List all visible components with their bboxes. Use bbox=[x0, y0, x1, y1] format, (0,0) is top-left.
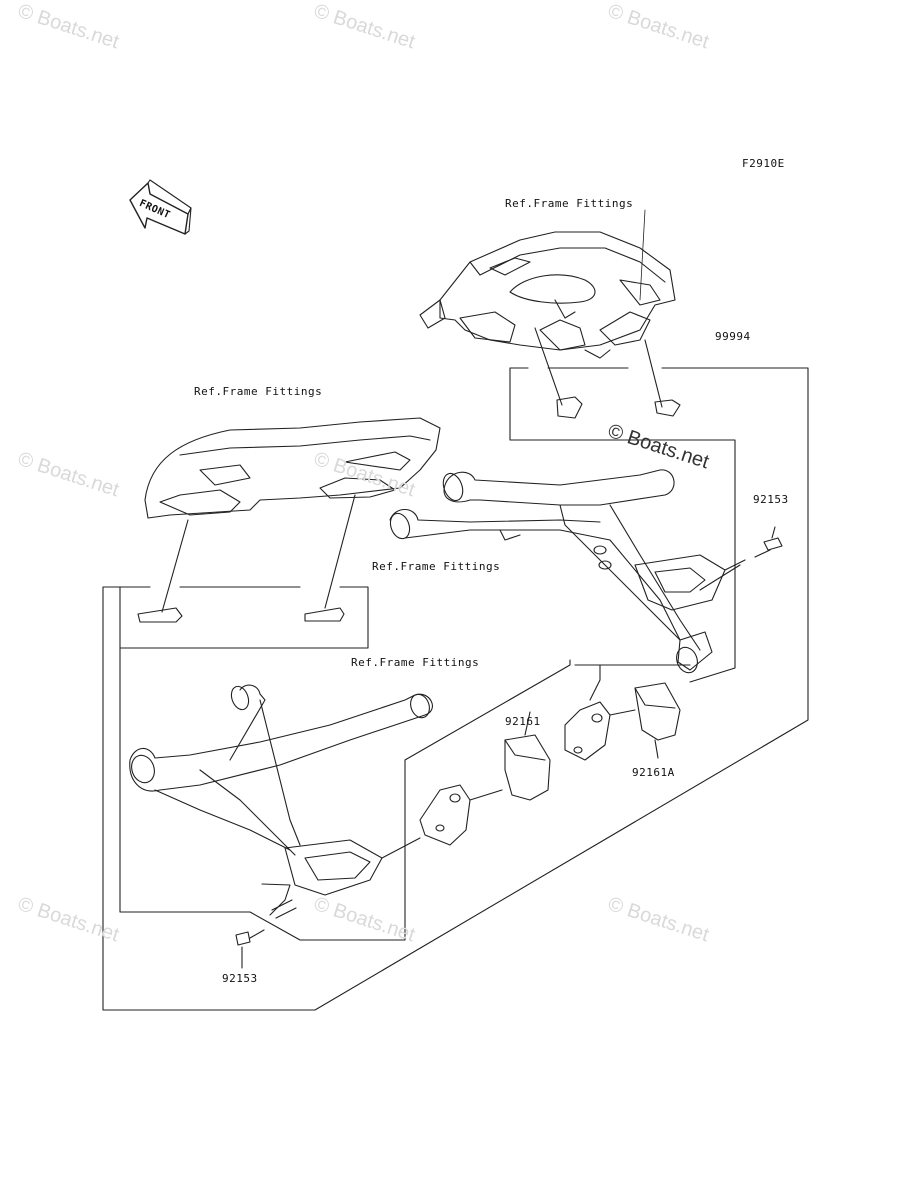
figure-code-label: F2910E bbox=[742, 157, 785, 170]
ref-frame-fittings-bottom-label: Ref.Frame Fittings bbox=[351, 656, 480, 669]
slider-92161 bbox=[504, 711, 551, 801]
part-number-92161A-label: 92161A bbox=[632, 766, 675, 779]
part-number-92153-right-label: 92153 bbox=[753, 493, 789, 506]
left-pad-a bbox=[137, 607, 183, 623]
ref-frame-fittings-left-label: Ref.Frame Fittings bbox=[194, 385, 323, 398]
top-frame-fitting bbox=[419, 231, 676, 359]
part-number-92161-label: 92161 bbox=[505, 715, 541, 728]
ref-frame-fittings-mid-label: Ref.Frame Fittings bbox=[372, 560, 501, 573]
mount-plate-left bbox=[381, 784, 503, 859]
front-arrow-icon bbox=[129, 179, 192, 235]
top-pad-right bbox=[654, 399, 681, 417]
left-pad-b bbox=[304, 607, 345, 622]
left-frame-fitting bbox=[144, 417, 441, 519]
slider-92161A bbox=[634, 682, 681, 759]
mount-plate-right bbox=[564, 701, 636, 761]
part-number-99994-label: 99994 bbox=[715, 330, 751, 343]
bolt-92153-left bbox=[235, 929, 265, 969]
left-frame-slider-guard bbox=[129, 684, 433, 919]
ref-frame-fittings-top-label: Ref.Frame Fittings bbox=[505, 197, 634, 210]
bolt-92153-right bbox=[699, 526, 783, 591]
right-frame-slider-guard bbox=[389, 469, 726, 674]
top-pad-left bbox=[556, 396, 583, 419]
part-number-92153-left-label: 92153 bbox=[222, 972, 258, 985]
